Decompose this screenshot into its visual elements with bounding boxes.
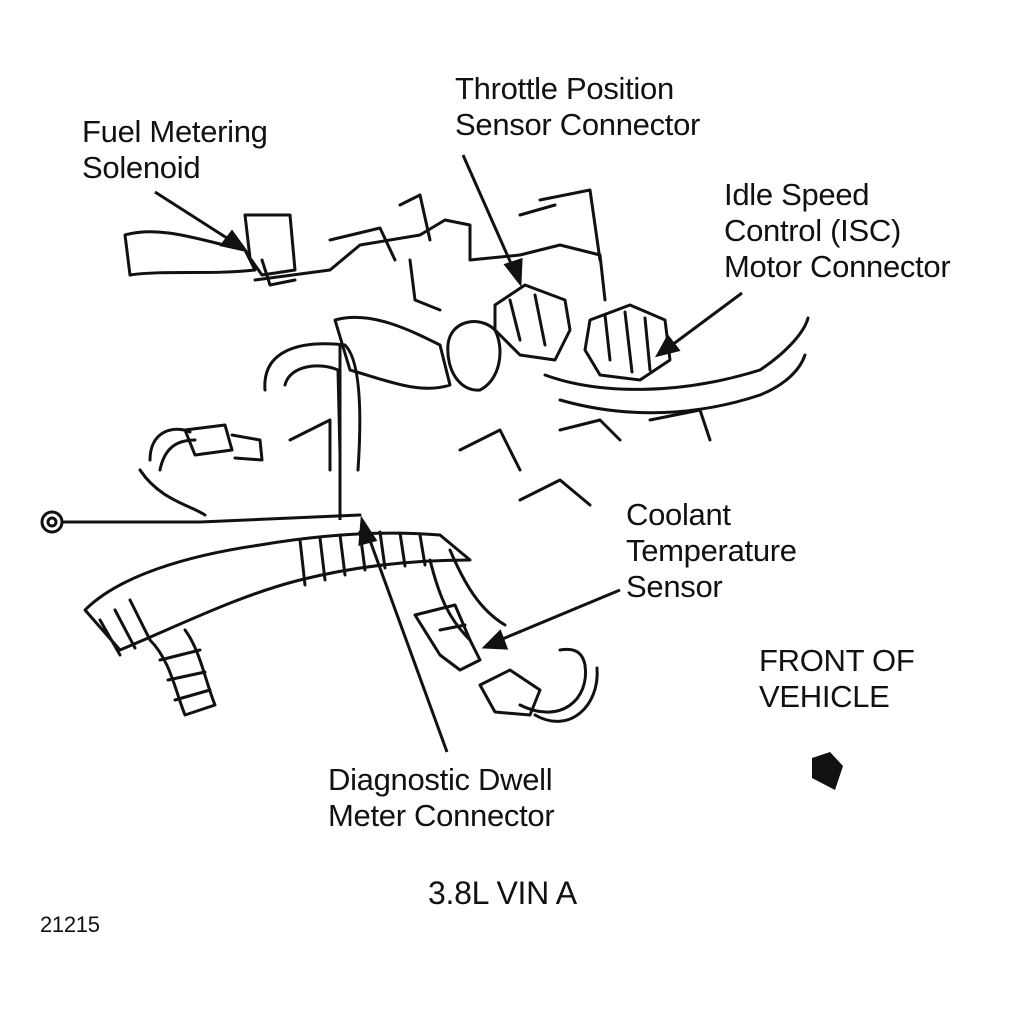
label-line: Motor Connector xyxy=(724,249,951,284)
tube-loop xyxy=(263,342,362,472)
figure-number: 21215 xyxy=(40,912,100,937)
label-line: Temperature xyxy=(626,533,797,568)
engine-caption: 3.8L VIN A xyxy=(428,875,577,911)
upper-hose xyxy=(123,230,257,277)
label-line: Diagnostic Dwell xyxy=(328,762,553,797)
isc-connector xyxy=(583,303,672,382)
tps-leader xyxy=(461,154,515,269)
label-line: Coolant xyxy=(626,497,731,532)
coolant-sensor-connector xyxy=(478,668,542,717)
label-line: Fuel Metering xyxy=(82,114,268,149)
label-line: FRONT OF xyxy=(759,643,915,678)
main-harness xyxy=(83,531,472,652)
label-front-of-vehicle: FRONT OF VEHICLE xyxy=(759,643,915,715)
label-fuel-metering-solenoid: Fuel Metering Solenoid xyxy=(82,114,268,186)
right-hose xyxy=(543,316,810,415)
label-idle-speed-control-motor-connector: Idle Speed Control (ISC) Motor Connector xyxy=(724,177,951,285)
label-line: Sensor Connector xyxy=(455,107,701,142)
front-direction-arrow xyxy=(812,752,843,790)
harness-plug xyxy=(183,423,234,457)
intake-pipe xyxy=(333,315,452,390)
round-fitting xyxy=(446,320,502,392)
carburetor-body xyxy=(253,218,607,302)
fuel-metering-solenoid-body xyxy=(243,213,297,277)
label-line: VEHICLE xyxy=(759,679,890,714)
tps-connector xyxy=(493,283,572,362)
label-line: Solenoid xyxy=(82,150,201,185)
label-diagnostic-dwell-meter-connector: Diagnostic Dwell Meter Connector xyxy=(328,762,555,834)
cts-leader xyxy=(499,588,621,642)
dwell-leader xyxy=(366,534,449,753)
label-line: Control (ISC) xyxy=(724,213,901,248)
label-coolant-temperature-sensor: Coolant Temperature Sensor xyxy=(626,497,797,605)
label-line: Throttle Position xyxy=(455,71,674,106)
coolant-sensor xyxy=(413,603,482,672)
ground-wire xyxy=(60,513,362,524)
label-line: Sensor xyxy=(626,569,723,604)
ground-terminal xyxy=(40,510,64,534)
isc-leader xyxy=(671,291,743,347)
fuel-metering-leader xyxy=(154,190,231,242)
label-line: Meter Connector xyxy=(328,798,555,833)
label-throttle-position-sensor-connector: Throttle Position Sensor Connector xyxy=(455,71,700,143)
label-line: Idle Speed xyxy=(724,177,870,212)
